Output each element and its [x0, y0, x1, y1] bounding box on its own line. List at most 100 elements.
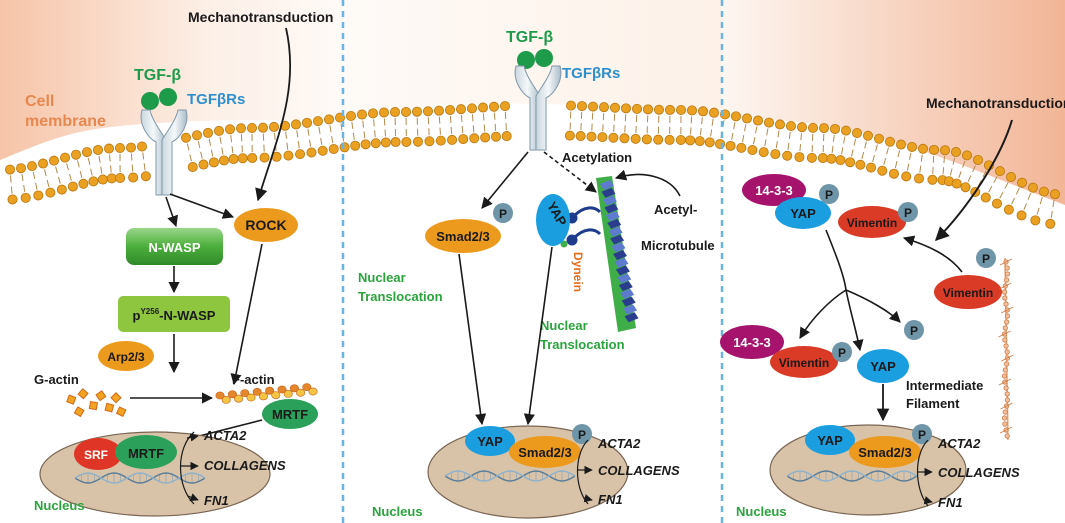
- acetylation-label: Acetylation: [562, 150, 632, 165]
- panel3-mechanotransduction-label: Mechanotransduction: [926, 95, 1065, 111]
- panel3-14-3-3-bound-label: 14-3-3: [755, 183, 793, 198]
- panel2-tgf-beta-ligand-left: [517, 51, 535, 69]
- panel2-gene-fn1: FN1: [598, 492, 623, 507]
- panel3-background: [722, 0, 1065, 205]
- arp23-protein: Arp2/3: [98, 341, 154, 371]
- panel1-gene-collagens: COLLAGENS: [204, 458, 286, 473]
- panel3-vimentin-complex-phospho-label: P: [904, 206, 912, 220]
- panel2-tgfb-receptor: [514, 65, 562, 151]
- panel2-yap-cytoplasm: YAP: [536, 194, 570, 246]
- g-actin-monomers: [66, 388, 127, 418]
- panel1-acta2-arrow: [186, 433, 199, 442]
- panel1-tgfb-receptor: [140, 109, 188, 196]
- arp23-label: Arp2/3: [107, 350, 145, 364]
- intermediate-filament: [998, 257, 1014, 441]
- panel2-smad-nuclear-phospho-label: P: [578, 428, 586, 442]
- panel3-gene-fn1: FN1: [938, 495, 963, 510]
- g-actin-label: G-actin: [34, 372, 79, 387]
- panel3-smad-nuclear-label: Smad2/3: [858, 445, 911, 460]
- panel3-smad-nuclear: Smad2/3 P: [849, 424, 932, 468]
- panel3-mechanotransduction-arrow: [935, 119, 1013, 241]
- rock-label: ROCK: [245, 217, 286, 233]
- cell-membrane-label-line1: Cell: [25, 93, 54, 110]
- phospho-n-wasp-label: pY256-N-WASP: [133, 307, 216, 323]
- panel1-gene-acta2: ACTA2: [203, 428, 247, 443]
- panel2-smad-phospho-label: P: [499, 207, 507, 221]
- panel3-dna-helix: [786, 470, 918, 482]
- panel3-vimentin-complex: Vimentin P: [838, 202, 918, 238]
- panel3-yap-nuclear-label: YAP: [817, 433, 843, 448]
- panel3-vimentin-released: Vimentin P: [770, 342, 852, 378]
- srf-label: SRF: [84, 448, 108, 462]
- panel3-released-phospho: P: [904, 320, 924, 340]
- smad-to-nucleus-arrow: [458, 253, 487, 426]
- panel1-mechanotransduction-arrow: [255, 27, 292, 202]
- panel3-gene-collagens: COLLAGENS: [938, 465, 1020, 480]
- panel2-smad-nuclear-label: Smad2/3: [518, 445, 571, 460]
- panel3-14-3-3-released: 14-3-3: [720, 325, 784, 359]
- receptor-to-rock-arrow: [169, 193, 235, 219]
- panel2-dna-helix: [444, 470, 576, 482]
- acetyl-arrow: [614, 169, 681, 197]
- panel2-fn1-arrow: [583, 494, 593, 503]
- panel3-vimentin-free-label: Vimentin: [943, 286, 993, 300]
- panel1-tgf-beta-ligand-left: [141, 92, 159, 110]
- panel3-yap-complex-label: YAP: [790, 206, 816, 221]
- yap-to-nucleus-arrow: [523, 246, 553, 426]
- panel3-nucleus-label: Nucleus: [736, 504, 787, 519]
- intermediate-filament-label-line2: Filament: [906, 396, 960, 411]
- panel3-dissociation-arrows: [799, 229, 901, 352]
- receptor-to-smad-arrow: [481, 151, 529, 209]
- panel3-yap-nuclear: YAP: [805, 425, 855, 455]
- panel2-receptors-label: TGFβRs: [562, 65, 620, 82]
- cell-membrane-label-line2: membrane: [25, 113, 106, 130]
- panel2-nucleus-label: Nucleus: [372, 504, 423, 519]
- panel1-dna-helix: [74, 472, 206, 484]
- panel3-yap-complex-phospho-label: P: [825, 188, 833, 202]
- panel3-released-phospho-label: P: [910, 324, 918, 338]
- panel1-fn1-arrow: [187, 493, 199, 502]
- panel3-vimentin-free: Vimentin P: [934, 248, 1002, 309]
- panel3-yap-complex: YAP P: [775, 184, 839, 229]
- panel2-yap-nuclear: YAP: [465, 426, 515, 456]
- panel1-gene-fn1: FN1: [204, 493, 229, 508]
- dynein-label: Dynein: [571, 252, 585, 292]
- panel3-vimentin-released-label: Vimentin: [779, 356, 829, 370]
- vimentin-phosphorylation-arrow: [902, 235, 963, 273]
- panel2-tgf-beta-label: TGF-β: [506, 29, 553, 46]
- panel3-smad-nuclear-phospho-label: P: [918, 428, 926, 442]
- mrtf-cytoplasm-label: MRTF: [272, 407, 308, 422]
- receptor-to-nwasp-arrow: [165, 196, 179, 228]
- panel2-nuclear-translocation-right-line2: Translocation: [540, 337, 625, 352]
- panel1-receptors-label: TGFβRs: [187, 91, 245, 108]
- panel1-mechanotransduction-label: Mechanotransduction: [188, 9, 333, 25]
- panel1-mrtf-nuclear: MRTF: [115, 435, 177, 469]
- rock-protein: ROCK: [234, 208, 298, 242]
- panel2-nuclear-translocation-right-line1: Nuclear: [540, 318, 588, 333]
- panel1-background: [0, 0, 343, 160]
- acetyl-label: Acetyl-: [654, 202, 697, 217]
- panel1-nucleus-label: Nucleus: [34, 498, 85, 513]
- f-actin-filament: [215, 383, 318, 404]
- panel3-yap-released: YAP: [857, 349, 909, 383]
- panel2-gene-acta2: ACTA2: [597, 436, 641, 451]
- f-actin-label: F-actin: [232, 372, 275, 387]
- phospho-n-wasp-protein: pY256-N-WASP: [118, 296, 230, 332]
- panel3-gene-acta2: ACTA2: [937, 436, 981, 451]
- n-wasp-protein: N-WASP: [126, 228, 223, 265]
- acetylated-microtubule: [596, 176, 639, 332]
- rock-to-factin-arrow: [230, 243, 263, 386]
- panel3-fn1-arrow: [923, 496, 933, 505]
- panel3-vimentin-complex-label: Vimentin: [847, 216, 897, 230]
- mrtf-nuclear-label: MRTF: [128, 446, 164, 461]
- panel1-mrtf-cytoplasm: MRTF: [262, 399, 318, 429]
- panel2-nuclear-translocation-left-line2: Translocation: [358, 289, 443, 304]
- receptor-to-microtubule-dashed-arrow: [543, 151, 597, 193]
- panel2-tgf-beta-ligand-right: [535, 49, 553, 67]
- panel2-smad-cytoplasm-label: Smad2/3: [436, 229, 489, 244]
- panel2-yap-nuclear-label: YAP: [477, 434, 503, 449]
- panel3-14-3-3-released-label: 14-3-3: [733, 335, 771, 350]
- microtubule-label: Microtubule: [641, 238, 715, 253]
